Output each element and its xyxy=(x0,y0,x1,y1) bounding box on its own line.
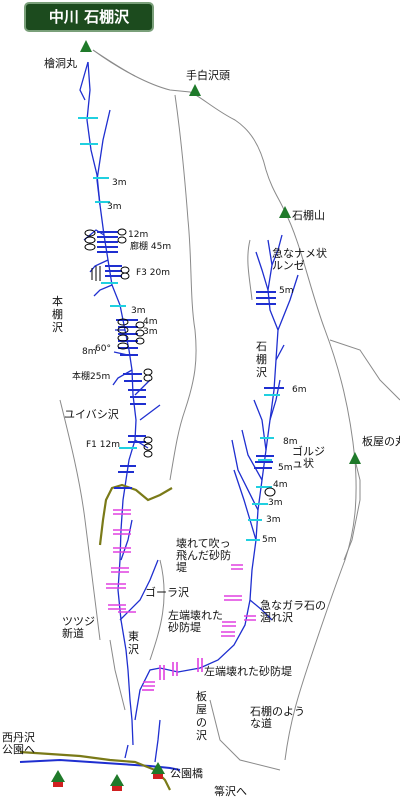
label-yuzawa: 箒沢へ xyxy=(214,785,247,798)
sabo-dam-marks xyxy=(106,509,256,691)
peak-icon-ishidanayama xyxy=(279,206,291,218)
label-kyuna-name: 急なナメ状ルンゼ xyxy=(272,247,327,272)
label-kowarete: 壊れて吹っ飛んだ砂防堤 xyxy=(176,537,231,574)
fall-label-rozoko: 廊棚 45m xyxy=(130,242,172,252)
map-title: 中川 石棚沢 xyxy=(24,2,154,32)
fall-label-4m: 4m xyxy=(143,317,158,327)
label-goruju: ゴルジュ状 xyxy=(292,445,325,470)
peak-icon-teshirosawa xyxy=(189,84,201,96)
fall-label-8m-2: 8m xyxy=(283,437,298,447)
waterfall-icons xyxy=(84,228,276,497)
fall-label-3m-2: 3m xyxy=(107,202,122,212)
peak-label-teshirosawa: 手白沢頭 xyxy=(186,69,230,82)
stream-label-hontana: 本棚沢 xyxy=(52,295,63,334)
label-kyuna-gara: 急なガラ石の涸れ沢 xyxy=(260,599,326,624)
label-ishidana-like: 石棚のような道 xyxy=(250,705,305,730)
fall-label-6m: 6m xyxy=(292,385,307,395)
label-nishitanzawa: 西丹沢公園へ xyxy=(2,731,35,756)
fall-label-60deg: 60° xyxy=(95,344,111,354)
peak-markers xyxy=(80,40,361,464)
peak-label-hinokihoramaru: 檜洞丸 xyxy=(44,57,77,70)
fall-label-hontana25: 本棚25m xyxy=(72,372,111,382)
fall-label-f1: F1 12m xyxy=(86,440,120,450)
fall-label-8m: 8m xyxy=(82,347,97,357)
fall-label-5m-2: 5m xyxy=(278,463,293,473)
fall-label-f3: F3 20m xyxy=(136,268,170,278)
ridge-lines xyxy=(59,49,400,771)
peak-icon-itayanomaru xyxy=(349,452,361,464)
fall-label-4m-2: 4m xyxy=(273,480,288,490)
label-sabo-left: 左端壊れた砂防堤 xyxy=(168,609,223,634)
label-sabo-left-2: 左端壊れた砂防堤 xyxy=(204,665,292,678)
fall-label-12m: 12m xyxy=(128,230,149,240)
fall-label-3m-4: 3m xyxy=(143,327,158,337)
fall-label-5m-3: 5m xyxy=(262,535,277,545)
peak-icon-hinokihoramaru xyxy=(80,40,92,52)
streams xyxy=(19,61,299,771)
peak-label-ishidanayama: 石棚山 xyxy=(292,209,325,222)
fall-label-3m-1: 3m xyxy=(112,178,127,188)
stream-label-higashi: 東沢 xyxy=(128,630,139,656)
stream-label-gora: ゴーラ沢 xyxy=(145,586,189,599)
fall-label-3m-5: 3m xyxy=(268,498,283,508)
label-koenbashi: 公園橋 xyxy=(170,767,203,780)
peak-label-itayanomaru: 板屋の丸 xyxy=(362,435,400,448)
stream-label-itaya: 板屋の沢 xyxy=(196,690,207,742)
stream-label-yuibashi: ユイバシ沢 xyxy=(64,408,119,421)
fall-label-5m-1: 5m xyxy=(279,286,294,296)
fall-label-3m-6: 3m xyxy=(266,515,281,525)
trails xyxy=(19,483,173,791)
cascade-marks xyxy=(97,231,284,489)
fall-label-3m-3: 3m xyxy=(131,306,146,316)
waterfall-marks xyxy=(78,117,280,541)
facility-icons xyxy=(51,762,165,791)
stream-label-ishidana: 石棚沢 xyxy=(256,340,267,379)
label-tsutsuji: ツツジ新道 xyxy=(62,615,95,640)
